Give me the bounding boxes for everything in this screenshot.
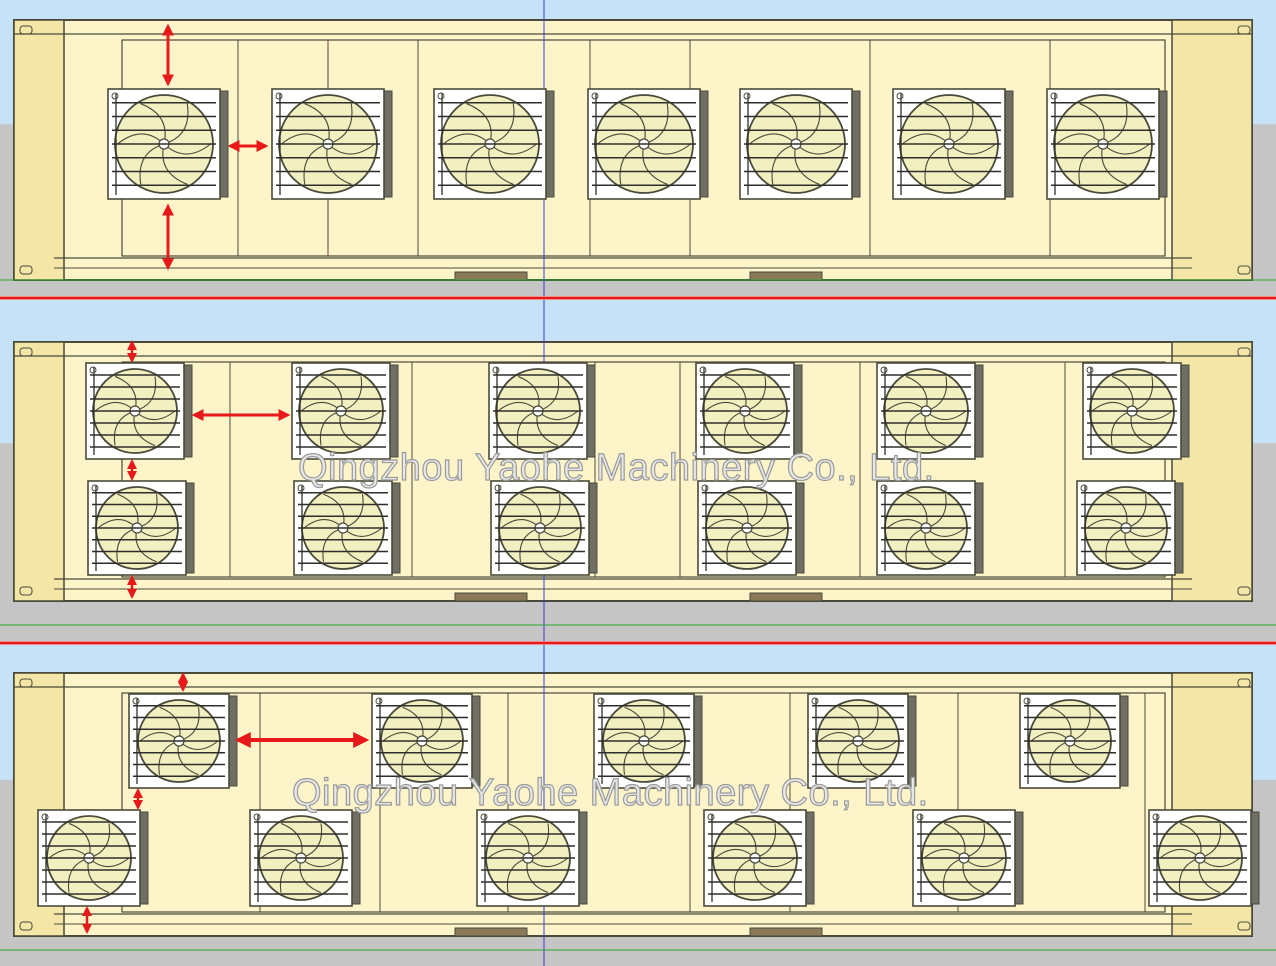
exhaust-fan — [128, 693, 238, 789]
fan-bolt — [880, 366, 888, 374]
exhaust-fan — [371, 693, 481, 789]
exhaust-fan — [476, 809, 588, 907]
exhaust-fan — [892, 88, 1014, 200]
exhaust-fan — [37, 809, 149, 907]
fan-bolt — [699, 366, 707, 374]
exhaust-fan — [876, 480, 984, 576]
corner-casting — [1237, 347, 1251, 357]
fan-bolt — [743, 92, 751, 100]
forklift-skid — [454, 927, 528, 937]
exhaust-fan — [1019, 693, 1129, 789]
corner-casting — [19, 921, 33, 931]
container-end-frame — [1171, 19, 1253, 281]
container-end-frame — [13, 341, 65, 602]
fan-bolt — [880, 484, 888, 492]
fan-bolt — [132, 697, 140, 705]
corner-casting — [1237, 586, 1251, 596]
corner-casting — [1237, 265, 1251, 275]
fan-bolt — [275, 92, 283, 100]
fan-bolt — [111, 92, 119, 100]
exhaust-fan — [249, 809, 361, 907]
forklift-skid — [749, 271, 823, 281]
exhaust-fan — [85, 362, 193, 460]
container-inner-frame — [121, 692, 1166, 913]
exhaust-fan — [107, 88, 229, 200]
exhaust-fan — [593, 693, 703, 789]
fan-bolt — [41, 813, 49, 821]
fan-bolt — [437, 92, 445, 100]
corner-casting — [19, 265, 33, 275]
fan-bolt — [1152, 813, 1160, 821]
exhaust-fan — [703, 809, 815, 907]
fan-bolt — [295, 366, 303, 374]
forklift-skid — [454, 271, 528, 281]
exhaust-fan — [587, 88, 709, 200]
exhaust-fan — [87, 480, 195, 576]
panel-single-row — [0, 0, 1276, 296]
fan-bolt — [1050, 92, 1058, 100]
exhaust-fan — [697, 480, 805, 576]
fan-bolt — [597, 697, 605, 705]
panel-two-rows-staggered — [0, 645, 1276, 966]
exhaust-fan — [1046, 88, 1168, 200]
corner-casting — [1237, 678, 1251, 688]
exhaust-fan — [912, 809, 1024, 907]
exhaust-fan — [488, 362, 596, 460]
corner-casting — [1237, 25, 1251, 35]
fan-bolt — [91, 484, 99, 492]
fan-bolt — [916, 813, 924, 821]
fan-bolt — [591, 92, 599, 100]
exhaust-fan — [1148, 809, 1260, 907]
container-inner-frame — [121, 361, 1166, 578]
fan-bolt — [896, 92, 904, 100]
container-body — [13, 341, 1253, 602]
corner-casting — [19, 347, 33, 357]
corner-casting — [19, 678, 33, 688]
fan-bolt — [480, 813, 488, 821]
exhaust-fan — [293, 480, 401, 576]
fan-bolt — [297, 484, 305, 492]
exhaust-fan — [807, 693, 917, 789]
exhaust-fan — [695, 362, 803, 460]
exhaust-fan — [876, 362, 984, 460]
exhaust-fan — [490, 480, 598, 576]
fan-bolt — [701, 484, 709, 492]
fan-bolt — [375, 697, 383, 705]
fan-bolt — [707, 813, 715, 821]
fan-bolt — [492, 366, 500, 374]
exhaust-fan — [433, 88, 555, 200]
forklift-skid — [749, 927, 823, 937]
forklift-skid — [454, 592, 528, 602]
exhaust-fan — [1082, 362, 1190, 460]
exhaust-fan — [1076, 480, 1184, 576]
exhaust-fan — [271, 88, 393, 200]
watermark-panel-3: Qingzhou Yaohe Machinery Co., Ltd. — [292, 772, 929, 814]
forklift-skid — [749, 592, 823, 602]
fan-bolt — [89, 366, 97, 374]
watermark-panel-2: Qingzhou Yaohe Machinery Co., Ltd. — [298, 447, 935, 489]
corner-casting — [1237, 921, 1251, 931]
fan-bolt — [1086, 366, 1094, 374]
fan-bolt — [494, 484, 502, 492]
container-end-frame — [13, 19, 65, 281]
panel-two-rows-aligned — [0, 300, 1276, 641]
fan-bolt — [811, 697, 819, 705]
corner-casting — [19, 25, 33, 35]
fan-bolt — [1023, 697, 1031, 705]
corner-casting — [19, 586, 33, 596]
exhaust-fan — [291, 362, 399, 460]
fan-bolt — [253, 813, 261, 821]
exhaust-fan — [739, 88, 861, 200]
fan-bolt — [1080, 484, 1088, 492]
